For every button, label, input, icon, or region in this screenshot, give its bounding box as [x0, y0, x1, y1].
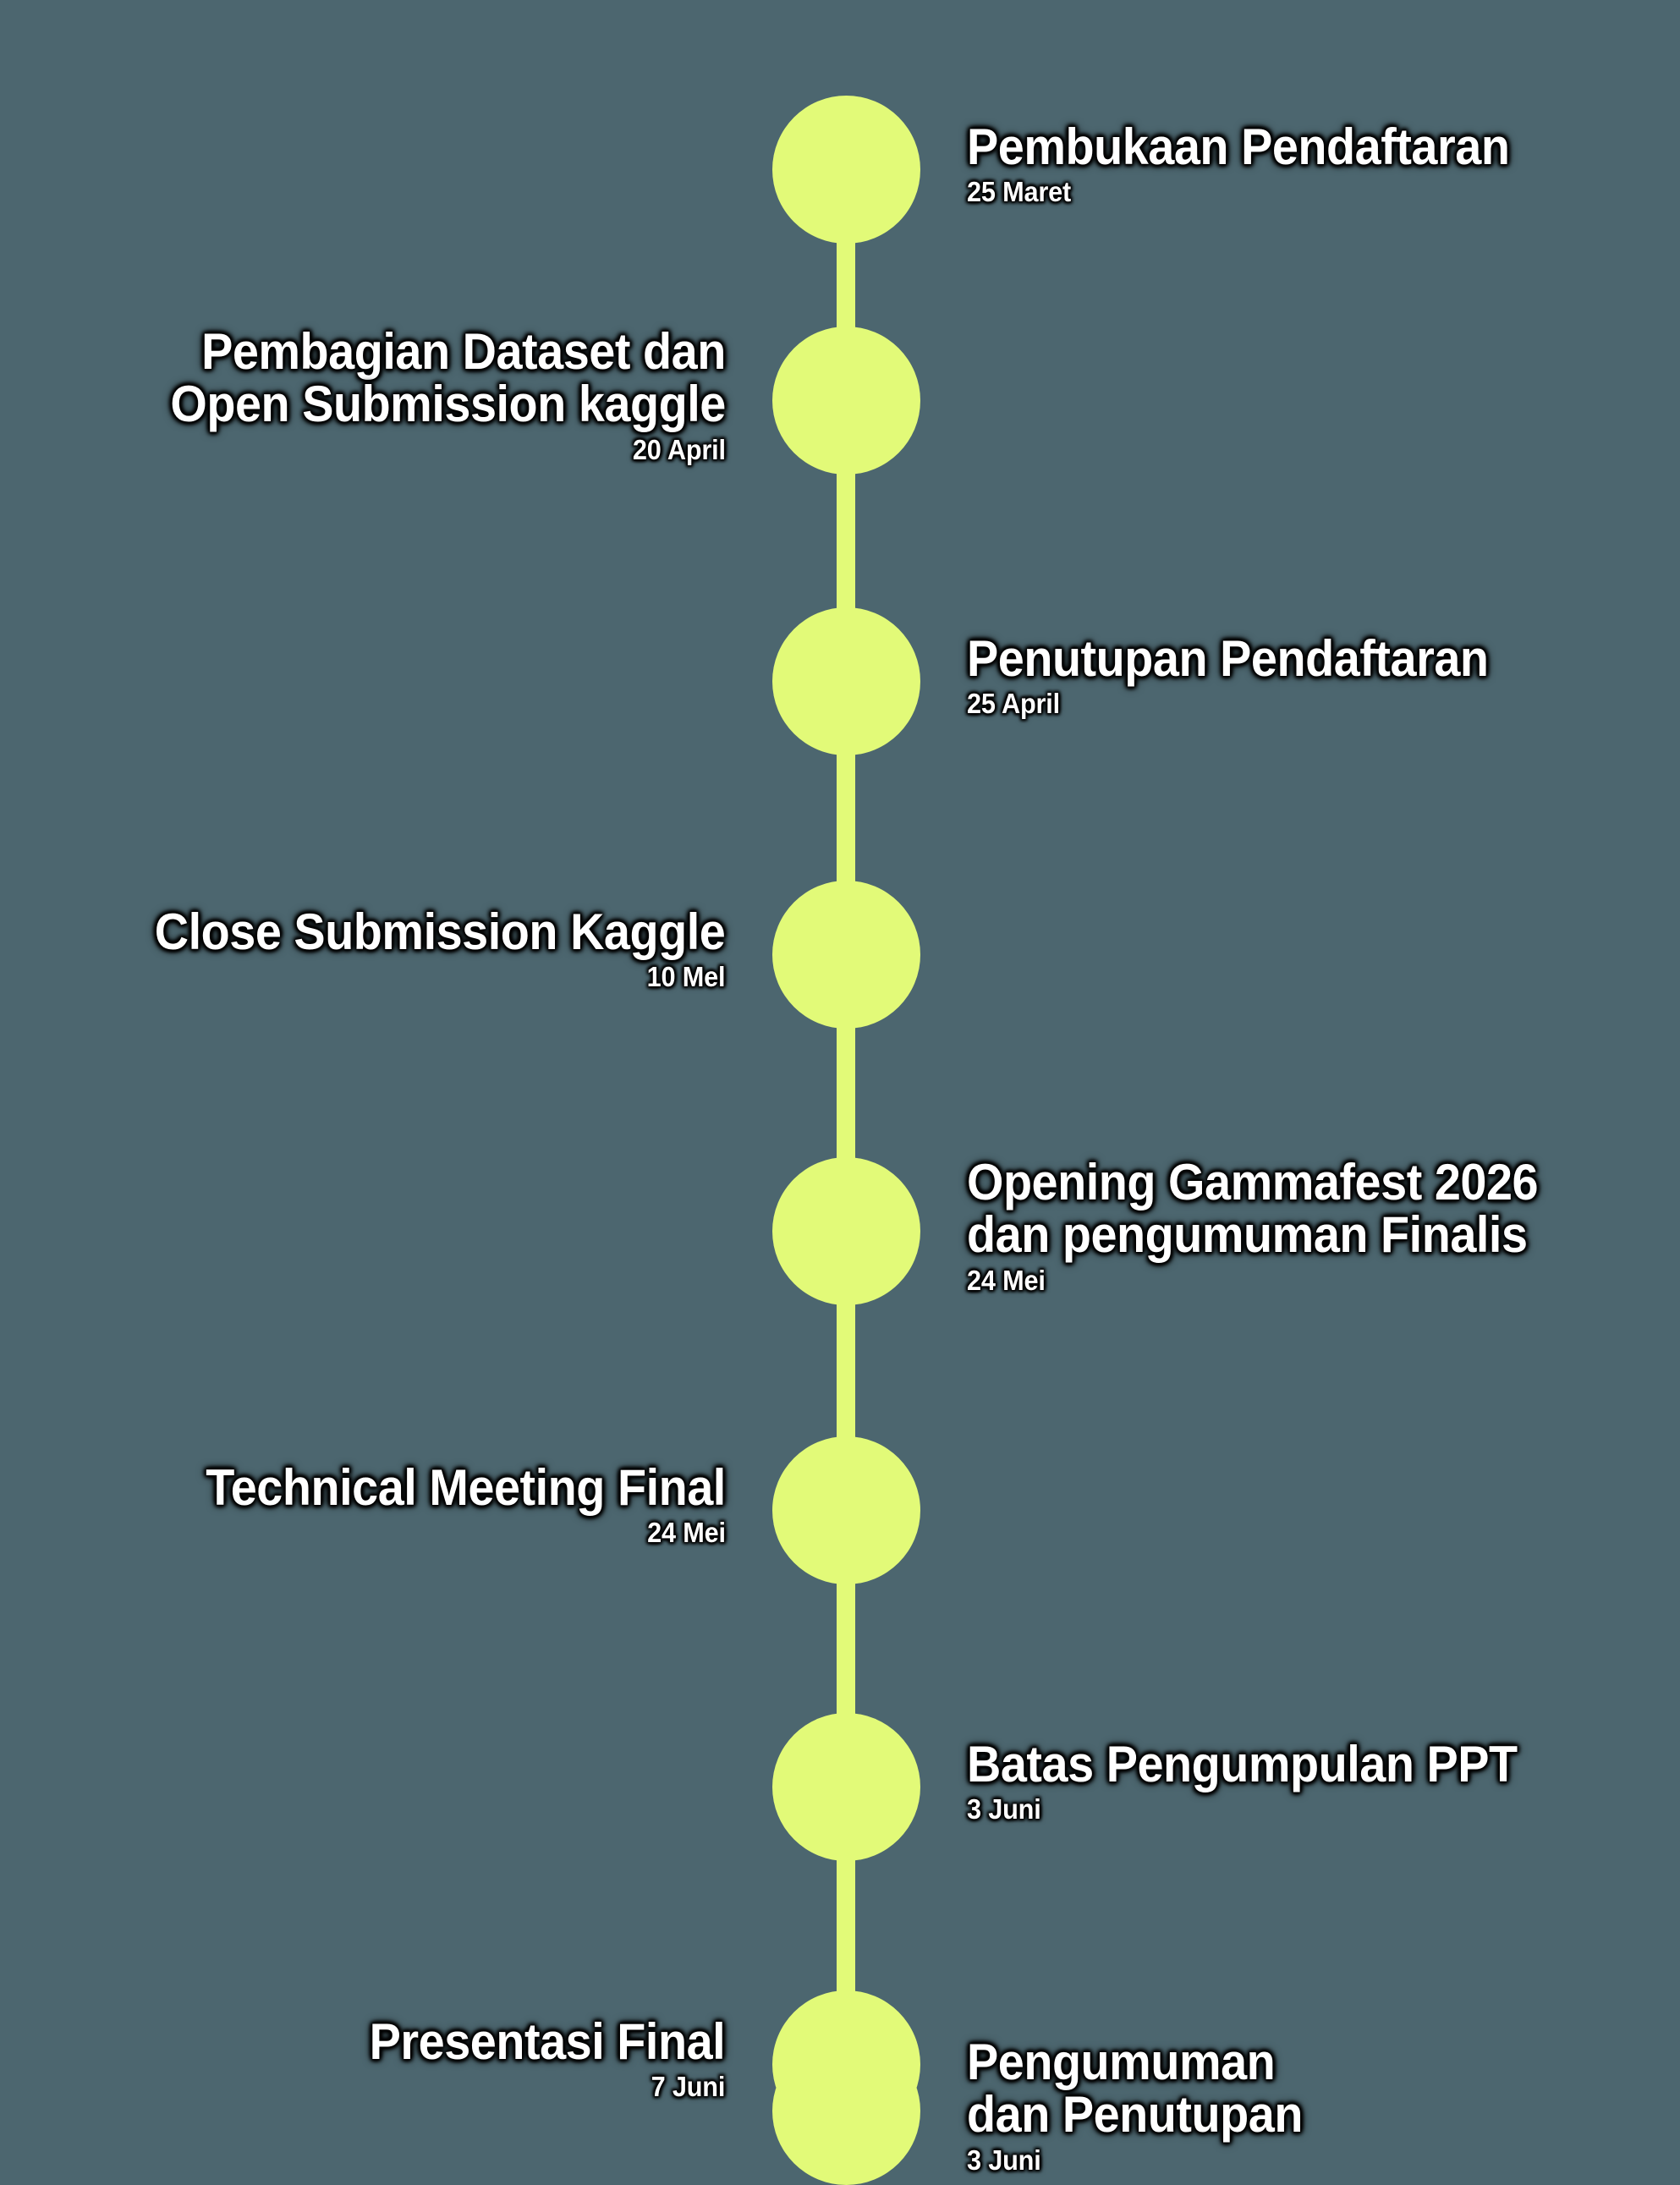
timeline-entry-date: 7 Juni: [651, 2071, 726, 2103]
timeline-entry-date: 3 Juni: [966, 1793, 1041, 1825]
timeline-entry-date: 24 Mei: [966, 1264, 1046, 1296]
timeline-dot: [771, 95, 920, 244]
timeline-entry-date: 10 Mel: [646, 961, 726, 993]
timeline-dot: [771, 1436, 920, 1584]
timeline-dot: [771, 1156, 920, 1305]
timeline-entry: Pembagian Dataset dan Open Submission ka…: [129, 323, 726, 466]
timeline-entry-date: 20 April: [632, 433, 726, 465]
timeline-entry-date: 3 Juni: [966, 2144, 1041, 2176]
timeline-entry: Opening Gammafest 2026 dan pengumuman Fi…: [967, 1156, 1581, 1297]
timeline-dot: [771, 607, 920, 755]
timeline-entry-date: 25 April: [966, 688, 1060, 720]
timeline-entry-title: Pembagian Dataset dan Open Submission ka…: [170, 323, 726, 433]
timeline-entry-title: Pembukaan Pendaftaran: [966, 118, 1510, 175]
timeline-dot: [771, 880, 920, 1029]
timeline-entry-date: 24 Mei: [646, 1517, 726, 1549]
timeline-entry-title: Penutupan Pendaftaran: [966, 630, 1489, 687]
timeline-dot: [771, 326, 920, 475]
timeline-dot: [771, 1712, 920, 1861]
timeline-entry-title: Pengumuman dan Penutupan: [966, 2034, 1303, 2144]
timeline-dot: [771, 2036, 920, 2185]
timeline-entry-title: Technical Meeting Final: [205, 1459, 726, 1516]
timeline-entry-title: Presentasi Final: [369, 2013, 726, 2070]
timeline-entry-title: Close Submission Kaggle: [154, 903, 726, 960]
timeline-entry-title: Batas Pengumpulan PPT: [966, 1736, 1518, 1792]
timeline-entry-title: Opening Gammafest 2026 dan pengumuman Fi…: [966, 1154, 1539, 1264]
timeline-entry-date: 25 Maret: [966, 176, 1071, 208]
